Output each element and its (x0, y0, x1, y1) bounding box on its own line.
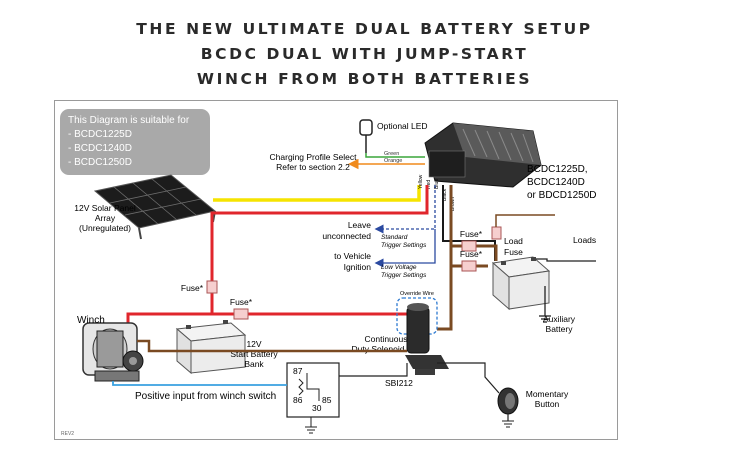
relay-to-solenoid-wire (339, 363, 408, 377)
revision-label: REV2 (61, 431, 74, 437)
info-heading: This Diagram is suitable for (68, 115, 190, 126)
fuse-label-brown-2: Fuse* (460, 249, 483, 259)
momentary-label-2: Button (535, 399, 560, 409)
fuse-brown-2 (461, 260, 477, 272)
load-fuse (491, 226, 502, 240)
wiring-diagram-frame: This Diagram is suitable for - BCDC1225D… (54, 100, 618, 440)
winch-label: Winch (77, 315, 105, 326)
load-fuse-label-1: Load (504, 236, 523, 246)
black-tag: Black (442, 188, 448, 201)
brown-wire-solenoid (437, 185, 453, 331)
relay (286, 362, 340, 418)
button-wire (437, 362, 500, 394)
relay-ground-icon (305, 426, 317, 434)
relay-85-label: 85 (322, 395, 332, 405)
vehicle-label-2: Ignition (344, 262, 372, 272)
orange-label: Orange (384, 158, 402, 164)
blue-wire-winch-switch (112, 381, 287, 386)
auxiliary-battery (491, 256, 551, 311)
start-battery-label-2: Start Battery (230, 349, 278, 359)
override-wire-label: Override Wire (400, 291, 434, 297)
bcdc-unit (424, 122, 542, 188)
models-label-1: BCDC1225D, (527, 164, 588, 175)
winch (82, 322, 144, 382)
solar-label-3: (Unregulated) (79, 223, 131, 233)
green-wire (365, 153, 425, 158)
low-voltage-label-2: Trigger Settings (381, 272, 427, 279)
momentary-button (497, 387, 519, 415)
load-wire-negative (527, 258, 596, 262)
info-item: - BCDC1225D (68, 129, 132, 140)
load-fuse-label-2: Fuse (504, 247, 523, 257)
brown-tag: Brown (450, 197, 456, 211)
title-line-1: THE NEW ULTIMATE DUAL BATTERY SETUP (136, 20, 593, 38)
button-ground-icon (502, 420, 514, 428)
loads-label: Loads (573, 235, 596, 245)
brown-wire-winch (137, 339, 407, 353)
blue-tag: Blue (434, 179, 440, 189)
models-label-3: or BDCD1250D (527, 190, 596, 201)
yellow-wire (213, 185, 421, 202)
fuse-red-vertical (206, 280, 218, 294)
title-line-2: BCDC DUAL WITH JUMP-START (200, 45, 529, 63)
duty-solenoid (396, 297, 449, 375)
start-battery (175, 320, 247, 375)
fuse-label-red-h: Fuse* (230, 297, 253, 307)
info-item: - BCDC1250D (68, 157, 132, 168)
solenoid-label-2: Duty Solenoid (352, 344, 405, 354)
low-voltage-label-1: Low Voltage (381, 264, 417, 271)
wiring-diagram: This Diagram is suitable for - BCDC1225D… (60, 109, 596, 437)
solar-label-2: Array (95, 213, 116, 223)
fuse-brown-1 (461, 240, 477, 252)
relay-30-label: 30 (312, 403, 322, 413)
optional-led-label: Optional LED (377, 121, 428, 131)
suitable-info-box: This Diagram is suitable for - BCDC1225D… (60, 109, 210, 175)
charging-profile-label-1: Charging Profile Select (270, 152, 358, 162)
standard-label-1: Standard (381, 234, 408, 241)
load-wire-positive (495, 214, 555, 227)
fuse-label-brown-1: Fuse* (460, 229, 483, 239)
leave-label-1: Leave (348, 220, 371, 230)
aux-ground-icon (539, 315, 551, 323)
title-line-3: WINCH FROM BOTH BATTERIES (196, 70, 533, 88)
standard-label-2: Trigger Settings (381, 242, 427, 249)
sbi-label: SBI212 (385, 378, 413, 388)
yellow-tag: Yellow (418, 174, 424, 189)
solenoid-label-1: Continuous (364, 334, 407, 344)
green-label: Green (384, 151, 399, 157)
fuse-red-horizontal (233, 308, 249, 320)
charging-profile-label-2: Refer to section 2.2 (276, 162, 350, 172)
start-battery-label-1: 12V (246, 339, 261, 349)
red-tag: Red (426, 180, 432, 189)
optional-led (359, 119, 373, 153)
solar-label-1: 12V Solar Panel (74, 203, 136, 213)
red-wire-main (126, 185, 429, 327)
models-label-2: BCDC1240D (527, 177, 585, 188)
info-item: - BCDC1240D (68, 143, 132, 154)
aux-battery-label-2: Battery (546, 324, 574, 334)
aux-battery-label-1: Auxiliary (543, 314, 576, 324)
fuse-label-red-v: Fuse* (181, 283, 204, 293)
relay-86-label: 86 (293, 395, 303, 405)
leave-label-2: unconnected (322, 231, 371, 241)
start-battery-label-3: Bank (244, 359, 264, 369)
positive-input-label: Positive input from winch switch (135, 391, 276, 402)
vehicle-label-1: to Vehicle (334, 251, 371, 261)
relay-87-label: 87 (293, 366, 303, 376)
trigger-wire-standard (374, 185, 436, 234)
momentary-label-1: Momentary (526, 389, 569, 399)
trigger-wire-ignition (374, 229, 436, 268)
